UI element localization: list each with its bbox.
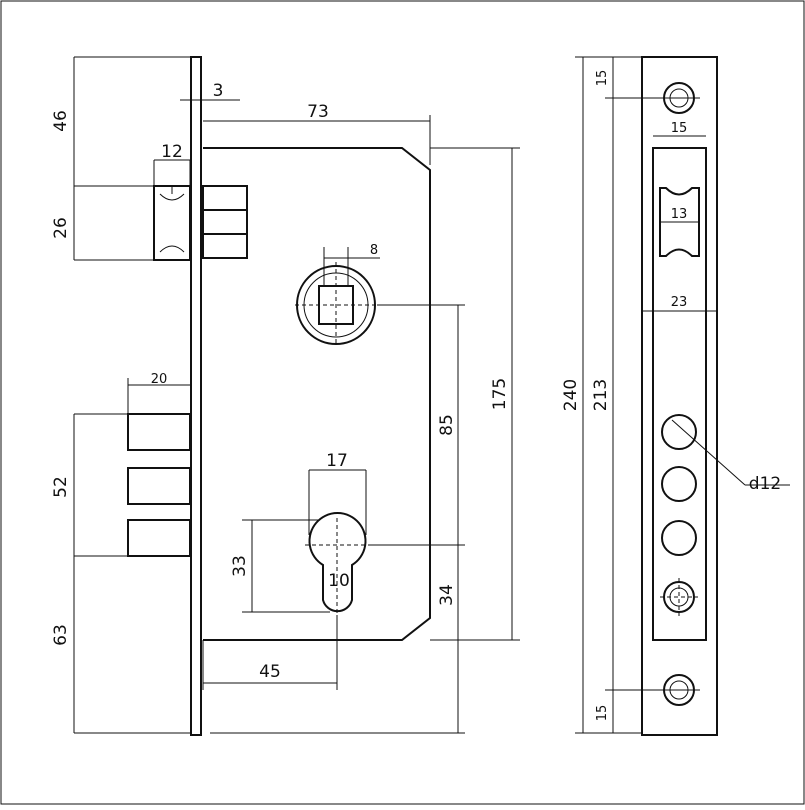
cylinder-profile — [305, 512, 370, 615]
latch-opening — [659, 187, 700, 257]
dim-screw-offset-top: 15 — [595, 70, 610, 87]
right-view-dimension-lines — [575, 56, 790, 734]
dim-plate-width: 15 — [671, 121, 688, 136]
dim-handle-to-cylinder: 85 — [437, 414, 457, 436]
dim-latch-height: 26 — [51, 217, 71, 239]
dim-spindle-square: 8 — [370, 243, 378, 258]
faceplate — [190, 56, 202, 736]
dim-backset: 45 — [259, 662, 281, 682]
bolt-holes — [661, 414, 697, 556]
bolt-window — [652, 147, 707, 641]
dim-bolts-bottom: 63 — [51, 624, 71, 646]
dim-latch-opening: 13 — [671, 207, 688, 222]
lock-side-view: 46 26 52 63 3 73 12 8 20 175 85 34 17 33… — [51, 56, 520, 736]
dim-bolts-height: 52 — [51, 476, 71, 498]
dim-cylinder-width: 17 — [326, 451, 348, 471]
dim-latch-width: 12 — [161, 142, 183, 162]
dim-bolts-throw: 20 — [151, 372, 168, 387]
dim-cylinder-height: 33 — [230, 555, 250, 577]
dim-screw-spacing: 213 — [591, 379, 611, 411]
lock-body — [203, 147, 431, 641]
latch-guides — [202, 185, 248, 259]
dim-body-width: 73 — [307, 102, 329, 122]
left-view-dimension-lines — [73, 56, 520, 734]
latch-bolt — [153, 185, 191, 261]
dim-screw-offset-bottom: 15 — [595, 705, 610, 722]
dead-bolts — [127, 413, 191, 557]
dim-plate-length: 240 — [561, 379, 581, 411]
front-plate — [641, 56, 718, 736]
dim-latch-top: 46 — [51, 110, 71, 132]
dim-cylinder-bottom: 34 — [437, 584, 457, 606]
dim-bolt-window-width: 23 — [671, 295, 688, 310]
faceplate-front-view: 240 213 15 15 15 13 23 d12 — [561, 56, 790, 736]
dim-cylinder-slot: 10 — [328, 571, 350, 591]
dim-faceplate-thickness: 3 — [213, 81, 224, 101]
dim-bolt-hole-diameter: d12 — [749, 474, 781, 494]
spindle-hub — [295, 247, 377, 346]
dim-backset-height: 175 — [490, 378, 510, 410]
